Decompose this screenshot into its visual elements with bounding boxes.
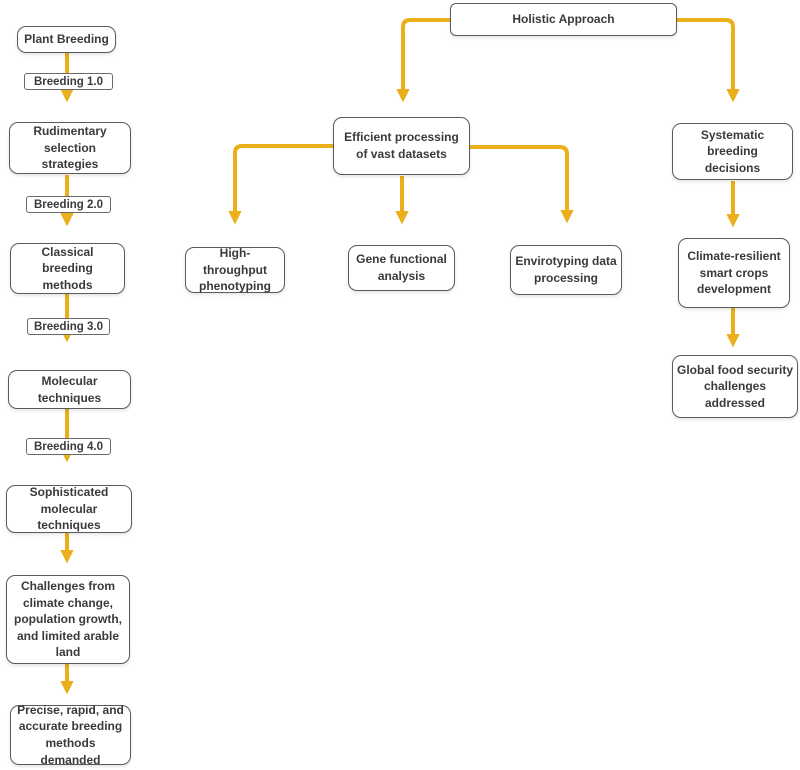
tag-breeding-3-0: Breeding 3.0 bbox=[27, 318, 110, 335]
tag-breeding-2-0: Breeding 2.0 bbox=[26, 196, 111, 213]
node-classical-breeding-methods: Classical breeding methods bbox=[10, 243, 125, 294]
edge-holistic-to-systematic bbox=[677, 18, 740, 103]
node-envirotyping-data-processing: Envirotyping data processing bbox=[510, 245, 622, 295]
node-rudimentary-selection-strategies: Rudimentary selection strategies bbox=[9, 122, 131, 174]
tag-breeding-1-0: Breeding 1.0 bbox=[24, 73, 113, 90]
node-plant-breeding: Plant Breeding bbox=[17, 26, 116, 53]
node-molecular-techniques: Molecular techniques bbox=[8, 370, 131, 409]
node-precise-rapid-accurate-breeding: Precise, rapid, and accurate breeding me… bbox=[10, 703, 131, 767]
node-high-throughput-phenotyping: High-throughput phenotyping bbox=[185, 246, 285, 293]
node-systematic-breeding-decisions: Systematic breeding decisions bbox=[672, 123, 793, 180]
edge-holistic-to-efficient bbox=[396, 18, 450, 103]
node-sophisticated-molecular-techniques: Sophisticated molecular techniques bbox=[6, 485, 132, 533]
tag-breeding-4-0: Breeding 4.0 bbox=[26, 438, 111, 455]
node-climate-resilient-smart-crops: Climate-resilient smart crops developmen… bbox=[678, 238, 790, 308]
node-gene-functional-analysis: Gene functional analysis bbox=[348, 245, 455, 291]
node-efficient-processing-vast-datasets: Efficient processing of vast datasets bbox=[333, 117, 470, 175]
node-global-food-security-addressed: Global food security challenges addresse… bbox=[672, 355, 798, 418]
node-holistic-approach: Holistic Approach bbox=[450, 3, 677, 36]
node-challenges-climate-population-land: Challenges from climate change, populati… bbox=[6, 575, 130, 664]
edge-efficient-to-high-throughput bbox=[228, 144, 333, 225]
edge-efficient-to-envirotyping bbox=[470, 145, 574, 224]
